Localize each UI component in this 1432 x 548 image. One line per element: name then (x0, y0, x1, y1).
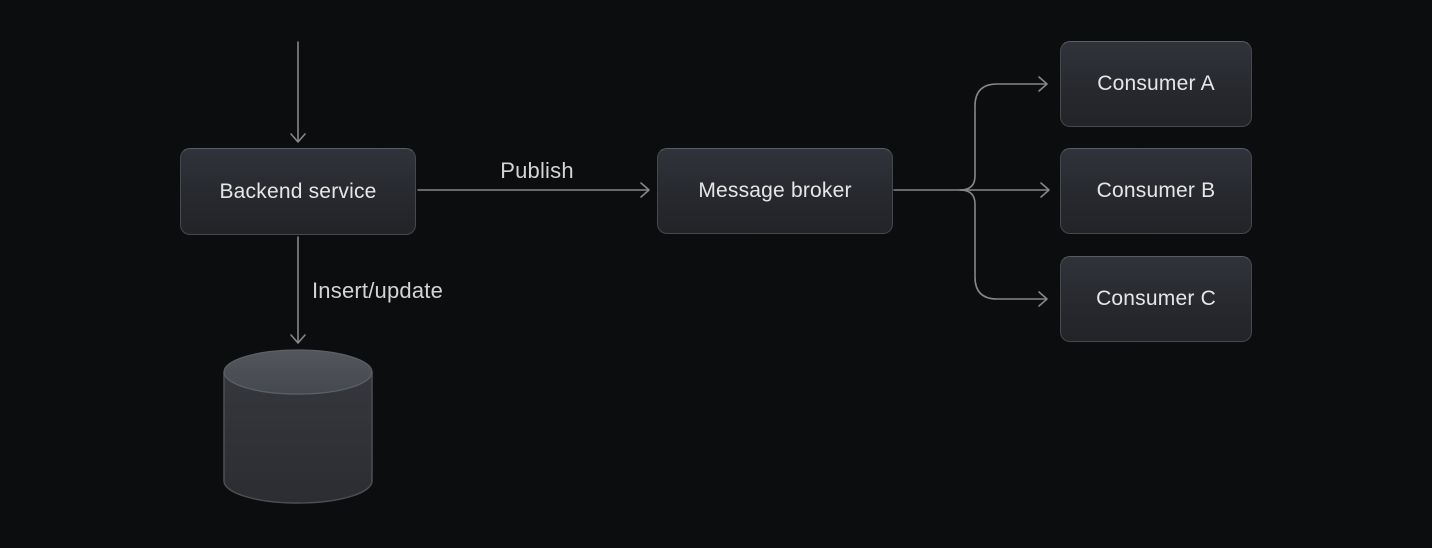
database-cylinder-icon (223, 349, 373, 504)
edge-broker-consumer-a (959, 83, 1047, 191)
node-backend-service: Backend service (180, 148, 416, 235)
node-consumer-c: Consumer C (1060, 256, 1252, 342)
edge-label-publish: Publish (500, 158, 574, 183)
arrowhead-consumer-b (1040, 182, 1050, 198)
edge-broker-consumer-c (959, 189, 1047, 300)
node-message-broker: Message broker (657, 148, 893, 234)
arrowhead-consumer-c (1038, 291, 1048, 307)
node-consumer-a: Consumer A (1060, 41, 1252, 127)
arrowhead-publish (640, 182, 650, 198)
arrowhead-into-backend (290, 133, 306, 143)
node-consumer-a-label: Consumer A (1097, 72, 1215, 95)
edge-label-insert-update: Insert/update (312, 278, 444, 303)
node-consumer-c-label: Consumer C (1096, 287, 1216, 310)
arrowhead-insert-update (290, 334, 306, 344)
node-consumer-b-label: Consumer B (1096, 179, 1216, 202)
node-consumer-b: Consumer B (1060, 148, 1252, 234)
database-cylinder-top (223, 349, 373, 395)
arrowhead-consumer-a (1038, 76, 1048, 92)
node-message-broker-label: Message broker (698, 179, 852, 202)
node-backend-service-label: Backend service (219, 179, 377, 203)
